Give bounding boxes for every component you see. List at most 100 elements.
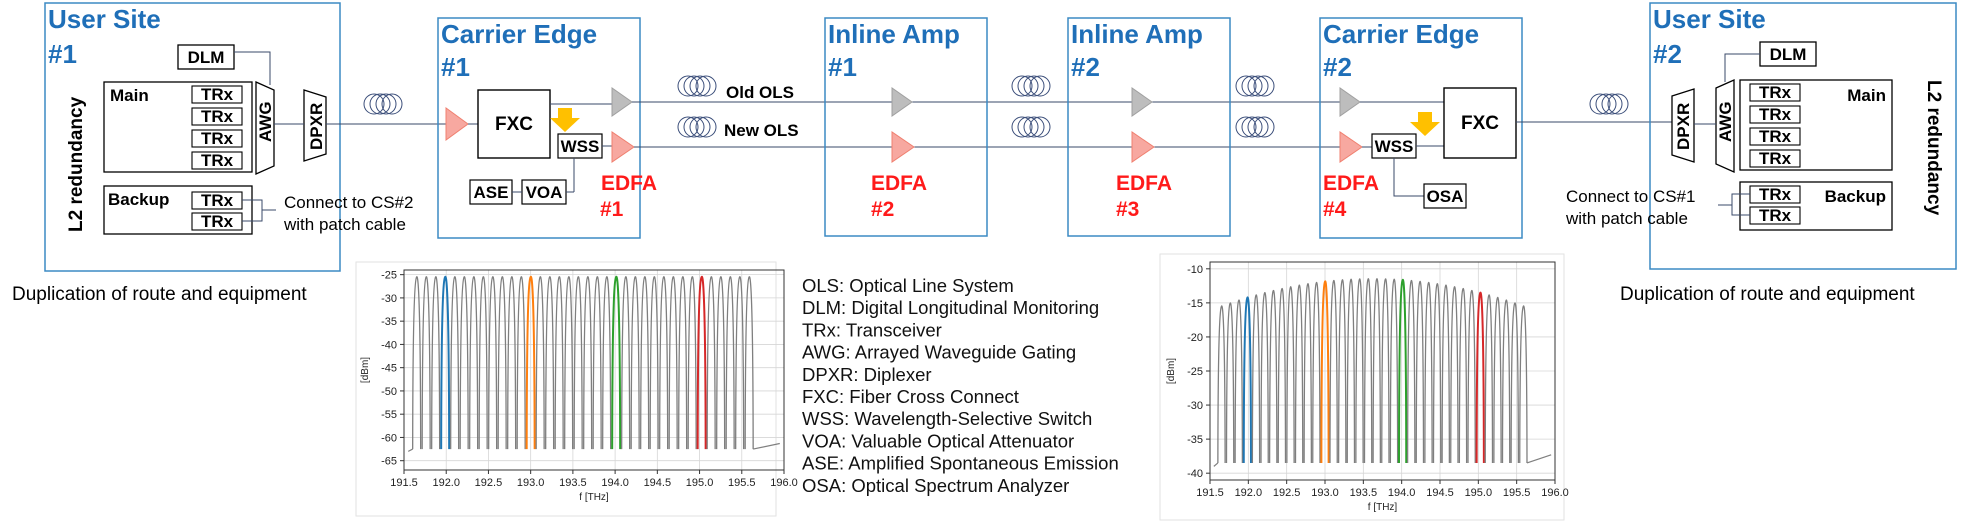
channel-peak xyxy=(649,276,659,450)
edfa-2-number: #2 xyxy=(871,198,894,221)
old-ols-label: Old OLS xyxy=(726,83,794,102)
fxc-box-1 xyxy=(477,89,551,159)
edfa-3-number: #3 xyxy=(1116,198,1139,221)
x-tick-label: 194.5 xyxy=(1426,487,1454,499)
channel-peak xyxy=(1346,278,1356,463)
carrier-edge-1-frame xyxy=(437,17,641,239)
edfa-3-label: EDFA xyxy=(1116,172,1172,195)
channel-peak xyxy=(1363,278,1373,463)
channel-peak xyxy=(602,276,612,450)
inline-amp-1-frame xyxy=(824,17,988,237)
channel-peak xyxy=(1406,279,1416,463)
trx-label: TRx xyxy=(201,191,234,210)
channel-peak xyxy=(583,276,593,450)
dlm-box-2 xyxy=(1759,41,1817,67)
spectrum-head xyxy=(1213,462,1219,467)
user-site-1-frame xyxy=(44,2,341,272)
dlm-box-1 xyxy=(177,44,235,70)
edfa-1-label: EDFA xyxy=(601,172,657,195)
osa-label-2: OSA xyxy=(1427,187,1464,206)
trx-label: TRx xyxy=(201,107,234,126)
x-tick-label: 193.0 xyxy=(1311,487,1339,499)
x-tick-label: 196.0 xyxy=(770,477,798,489)
trx-label: TRx xyxy=(1759,206,1792,225)
edfa-4-number: #4 xyxy=(1323,198,1347,221)
y-tick-label: -20 xyxy=(1187,332,1203,344)
channel-peak xyxy=(1286,286,1295,463)
y-axis-label: [dBm] xyxy=(360,357,371,383)
channel-peak xyxy=(1398,278,1408,463)
trx-label: TRx xyxy=(1759,127,1792,146)
channel-peak xyxy=(1277,287,1287,463)
carrier-edge-2-number: #2 xyxy=(1323,52,1352,82)
main-label-2: Main xyxy=(1847,86,1886,105)
channel-peak xyxy=(431,276,441,450)
dlm-label-2: DLM xyxy=(1770,45,1807,64)
legend-item: WSS: Wavelength-Selective Switch xyxy=(802,408,1092,429)
user-site-1-caption: Duplication of route and equipment xyxy=(12,284,307,305)
channel-peak xyxy=(573,276,583,450)
user-site-1-redundancy: L2 redundancy xyxy=(66,96,87,232)
x-tick-label: 192.0 xyxy=(1235,487,1263,499)
x-tick-label: 192.5 xyxy=(1273,487,1301,499)
legend-item: TRx: Transceiver xyxy=(802,319,942,340)
trx-main-1: TRx TRx TRx TRx xyxy=(191,85,243,170)
channel-peak xyxy=(1424,281,1433,463)
channel-peak xyxy=(1432,283,1442,463)
awg-label-1: AWG xyxy=(256,101,275,142)
user-site-2-title: User Site xyxy=(1653,4,1766,34)
patch-note-2-line2: with patch cable xyxy=(1565,209,1688,228)
y-tick-label: -35 xyxy=(1187,434,1203,446)
amp-gray-ce1 xyxy=(611,87,633,117)
channel-peak xyxy=(516,276,526,450)
channel-peak xyxy=(469,276,479,450)
patch-note-1-line1: Connect to CS#2 xyxy=(284,193,413,212)
edfa-out-ce1 xyxy=(611,131,635,163)
channel-peak xyxy=(1312,281,1321,463)
carrier-edge-2: Carrier Edge #2 WSS FXC OSA EDFA #4 xyxy=(1319,17,1523,239)
edfa-in-ce1 xyxy=(445,107,469,141)
wss-label-1: WSS xyxy=(561,137,600,156)
fxc-label-1: FXC xyxy=(495,114,533,135)
trx-label: TRx xyxy=(1759,185,1792,204)
x-tick-label: 191.5 xyxy=(390,477,418,489)
trx-box xyxy=(191,151,243,170)
y-tick-label: -60 xyxy=(381,432,397,444)
legend-item: OLS: Optical Line System xyxy=(802,275,1014,296)
channel-peak xyxy=(1501,299,1511,463)
legend-item: AWG: Arrayed Waveguide Gating xyxy=(802,342,1076,363)
channel-peak xyxy=(611,275,622,450)
amp-gray-ce2 xyxy=(1339,87,1361,117)
x-tick-label: 194.0 xyxy=(1388,487,1416,499)
wss-box-2 xyxy=(1371,133,1417,159)
channel-peak xyxy=(1217,305,1226,463)
spectrum-tail xyxy=(753,442,780,450)
amp-gray-ia2 xyxy=(1131,87,1153,117)
channel-peak xyxy=(1234,299,1244,463)
inline-amp-2-title: Inline Amp xyxy=(1071,19,1203,49)
y-axis-label: [dBm] xyxy=(1166,358,1177,384)
y-tick-label: -10 xyxy=(1187,264,1203,276)
dpxr-block-2 xyxy=(1671,88,1695,163)
trx-label: TRx xyxy=(1759,105,1792,124)
ase-box-1 xyxy=(469,179,513,205)
channel-peak xyxy=(440,275,451,450)
y-tick-label: -40 xyxy=(1187,468,1203,480)
channel-peak xyxy=(1450,286,1459,463)
channel-peak xyxy=(1381,278,1390,463)
channel-peak xyxy=(525,275,536,450)
edfa-2-label: EDFA xyxy=(871,172,927,195)
plot-area xyxy=(403,269,785,471)
channel-peak xyxy=(421,276,431,450)
x-tick-label: 194.5 xyxy=(644,477,672,489)
inline-amp-2-frame xyxy=(1067,17,1231,237)
backup-label-1: Backup xyxy=(108,190,169,209)
channel-peak xyxy=(545,276,555,450)
wss-label-2: WSS xyxy=(1375,137,1414,156)
ase-label-1: ASE xyxy=(474,183,509,202)
backup-label-2: Backup xyxy=(1825,187,1886,206)
y-tick-label: -45 xyxy=(381,363,397,375)
channel-peak xyxy=(1372,278,1382,463)
channel-peak xyxy=(488,276,498,450)
